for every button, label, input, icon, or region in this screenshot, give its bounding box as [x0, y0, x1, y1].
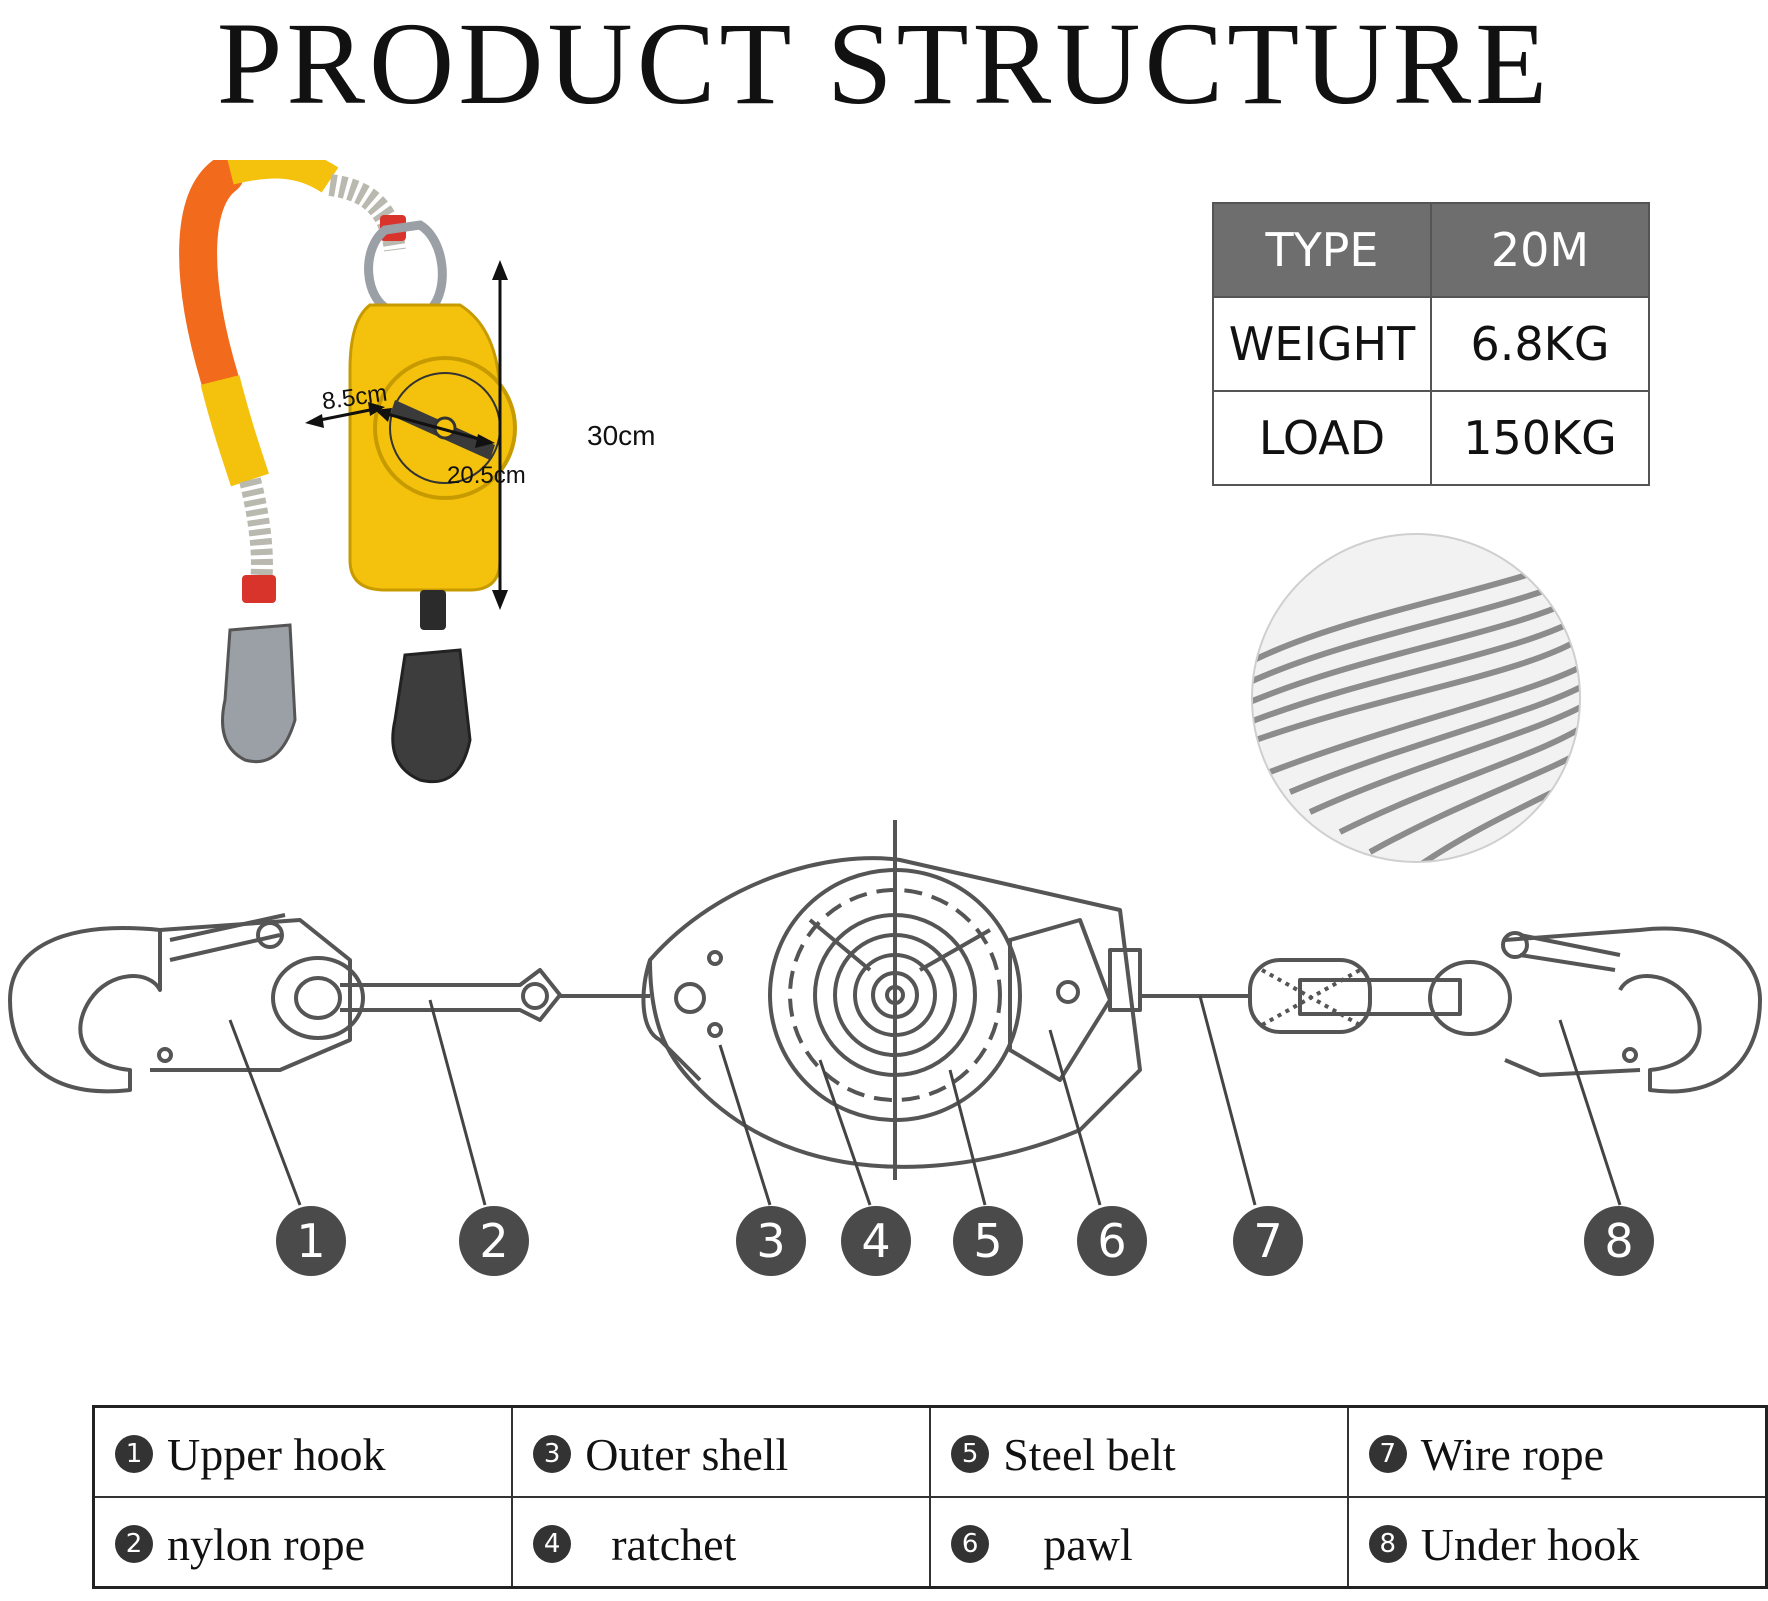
depth-dimension-label: 20.5cm — [447, 462, 526, 489]
part-name: Upper hook — [167, 1428, 386, 1480]
callout-1: 1 — [276, 1206, 346, 1276]
part-number: 6 — [951, 1525, 990, 1564]
spec-label: LOAD — [1212, 390, 1432, 486]
part-number: 7 — [1368, 1435, 1407, 1474]
part-cell: 4 ratchet — [511, 1496, 932, 1589]
callout-4: 4 — [841, 1206, 911, 1276]
product-photo — [179, 160, 517, 784]
wire-rope-coil-image — [1251, 533, 1581, 863]
part-cell: 3 Outer shell — [511, 1405, 932, 1498]
part-name: ratchet — [611, 1518, 737, 1570]
spec-header-type: TYPE — [1212, 202, 1432, 298]
callout-8: 8 — [1584, 1206, 1654, 1276]
part-number: 1 — [115, 1435, 153, 1474]
callout-5: 5 — [953, 1206, 1023, 1276]
spec-table: TYPE 20M WEIGHT 6.8KG LOAD 150KG — [1212, 202, 1650, 486]
part-cell: 1 Upper hook — [92, 1405, 514, 1498]
part-number: 3 — [533, 1435, 572, 1474]
part-number: 8 — [1368, 1525, 1407, 1564]
part-cell: 6 pawl — [929, 1496, 1349, 1589]
part-number: 5 — [951, 1435, 990, 1474]
callout-7: 7 — [1233, 1206, 1303, 1276]
part-name: Steel belt — [1003, 1428, 1176, 1480]
callout-2: 2 — [459, 1206, 529, 1276]
part-cell: 2 nylon rope — [92, 1496, 514, 1589]
height-dimension-label: 30cm — [587, 420, 656, 451]
callout-3: 3 — [736, 1206, 806, 1276]
part-name: Outer shell — [585, 1428, 789, 1480]
parts-row: 1 Upper hook 3 Outer shell 5 Steel belt 7 Wi… — [92, 1405, 1768, 1498]
callout-6: 6 — [1077, 1206, 1147, 1276]
spec-header-row: TYPE 20M — [1212, 202, 1650, 298]
spec-row-weight: WEIGHT 6.8KG — [1212, 296, 1650, 392]
spec-value: 150KG — [1430, 390, 1650, 486]
part-name: Under hook — [1420, 1518, 1640, 1570]
part-number: 4 — [533, 1525, 572, 1564]
structure-schematic — [8, 820, 1762, 1206]
parts-legend-table: 1 Upper hook 3 Outer shell 5 Steel belt 7 Wi… — [92, 1405, 1768, 1589]
spec-header-model: 20M — [1430, 202, 1650, 298]
spec-value: 6.8KG — [1430, 296, 1650, 392]
part-name: Wire rope — [1420, 1428, 1605, 1480]
page-title: PRODUCT STRUCTURE — [216, 0, 1552, 129]
part-number: 2 — [115, 1525, 153, 1564]
part-cell: 7 Wire rope — [1346, 1405, 1768, 1498]
part-name: nylon rope — [167, 1518, 366, 1570]
part-cell: 5 Steel belt — [929, 1405, 1349, 1498]
parts-row: 2 nylon rope 4 ratchet 6 pawl 8 Under hook — [92, 1496, 1768, 1589]
part-name: pawl — [1043, 1518, 1133, 1570]
spec-row-load: LOAD 150KG — [1212, 390, 1650, 486]
spec-label: WEIGHT — [1212, 296, 1432, 392]
part-cell: 8 Under hook — [1346, 1496, 1768, 1589]
